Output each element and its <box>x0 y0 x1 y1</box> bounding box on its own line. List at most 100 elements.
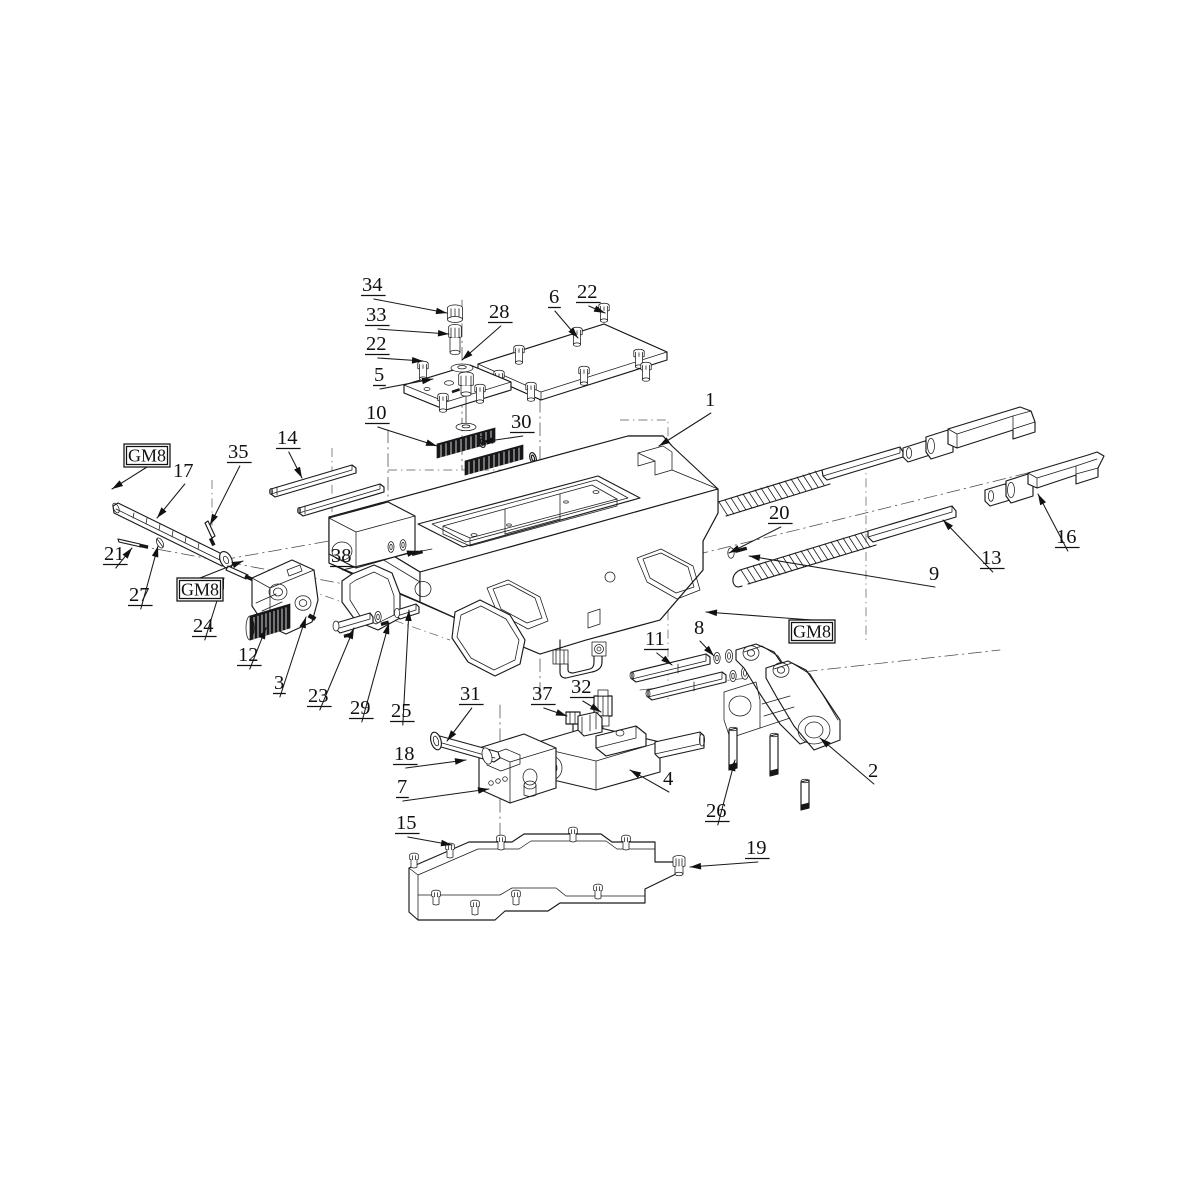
leader-line <box>942 519 994 573</box>
label-31: 31 <box>459 683 484 706</box>
callout-35 <box>209 465 241 526</box>
label-34: 34 <box>361 274 386 297</box>
label-22: 22 <box>576 281 601 304</box>
label-38: 38 <box>330 545 355 568</box>
part-dark-spring-bushings <box>436 427 537 476</box>
callout-6 <box>554 310 579 339</box>
part-25-bushing <box>394 603 420 620</box>
callout-37 <box>543 707 568 717</box>
label-16: 16 <box>1055 526 1080 549</box>
callout-number: 22 <box>366 333 387 355</box>
leader-arrowhead <box>346 628 354 640</box>
gm8-label: GM8 <box>793 622 831 642</box>
callout-number: 35 <box>228 441 249 463</box>
callout-number: 30 <box>511 411 532 433</box>
gm8-box-inner <box>790 621 834 642</box>
part-21-pin <box>117 538 149 549</box>
leader-arrowhead <box>258 628 266 640</box>
leader-arrowhead <box>425 439 437 446</box>
part-lower-fitting <box>455 371 477 432</box>
leader-arrowhead <box>435 307 447 315</box>
cylinder-upper <box>717 406 1036 517</box>
callout-number: 6 <box>549 286 559 308</box>
housing-left-box <box>328 501 416 569</box>
gm8-left-top: GM8 <box>123 443 171 468</box>
leader-line <box>705 611 813 621</box>
callout-number: 27 <box>129 584 150 606</box>
callout-2 <box>819 737 875 785</box>
callout-33 <box>377 328 450 337</box>
callout-18 <box>405 758 467 769</box>
leader-arrowhead <box>477 787 489 794</box>
part-38-washers <box>387 539 433 557</box>
callout-number: 2 <box>868 760 878 782</box>
leader-line <box>209 465 241 526</box>
callout-13 <box>942 519 994 573</box>
callout-number: 21 <box>104 543 125 565</box>
part-14-rod-pair <box>269 464 385 517</box>
label-3: 3 <box>273 672 286 695</box>
part-15-bottom-cover-plate <box>408 826 686 921</box>
label-30: 30 <box>510 411 535 434</box>
part-23-pin-assembly <box>332 612 374 639</box>
leader-arrowhead <box>1038 494 1047 506</box>
part-group-valve-assembly <box>430 639 705 804</box>
callout-number: 26 <box>706 800 727 822</box>
label-20: 20 <box>768 502 793 525</box>
callout-31 <box>446 707 473 742</box>
leader-line <box>748 555 936 588</box>
callout-number: 29 <box>350 697 371 719</box>
leader-line <box>819 737 875 785</box>
callout-1 <box>658 412 712 447</box>
callout-number: 4 <box>663 768 673 790</box>
callout-3 <box>279 616 307 698</box>
label-12: 12 <box>237 644 262 667</box>
callout-number: 7 <box>397 776 407 798</box>
leader-line <box>361 622 390 723</box>
callout-26 <box>717 759 736 826</box>
callout-number: 15 <box>396 812 417 834</box>
callout-number: 24 <box>193 615 214 637</box>
leader-arrowhead <box>454 758 466 765</box>
callout-38 <box>342 550 419 571</box>
leader-line <box>377 328 450 335</box>
callout-14 <box>288 451 303 479</box>
callout-29 <box>361 622 390 723</box>
callout-number: 25 <box>391 700 412 722</box>
callout-22 <box>588 305 606 314</box>
leader-arrowhead <box>690 862 702 870</box>
callout-number: 38 <box>331 545 352 567</box>
leader-arrowhead <box>406 550 418 557</box>
hydraulic-hose <box>552 639 607 679</box>
part-33-adapter <box>448 324 462 356</box>
leader-arrowhead <box>382 623 390 635</box>
spring-10-upper <box>436 427 496 459</box>
label-17: 17 <box>173 460 194 482</box>
callout-number: 31 <box>460 683 481 705</box>
label-33: 33 <box>365 304 390 327</box>
callout-22 <box>377 356 424 364</box>
callout-number: 28 <box>489 301 510 323</box>
label-32: 32 <box>570 676 595 699</box>
callout-17 <box>156 483 186 519</box>
leader-arrowhead <box>706 609 718 617</box>
label-1: 1 <box>705 389 715 411</box>
leader-line <box>689 861 759 868</box>
callout-number: 8 <box>694 617 704 639</box>
part-7-mount-block <box>478 733 557 804</box>
callout-11 <box>656 652 673 666</box>
cylinder-lower <box>732 451 1105 588</box>
part-4-valve-body <box>527 711 705 791</box>
part-24-pin <box>225 565 254 582</box>
label-7: 7 <box>396 776 409 799</box>
label-4: 4 <box>663 768 673 790</box>
part-group-left-shaft <box>112 464 385 641</box>
spring-upper <box>717 469 831 517</box>
callout-12 <box>249 627 267 670</box>
leader-arrowhead <box>447 730 457 741</box>
leader-line <box>373 298 448 314</box>
label-11: 11 <box>644 628 669 651</box>
label-9: 9 <box>929 563 939 585</box>
callout-23 <box>319 627 355 711</box>
